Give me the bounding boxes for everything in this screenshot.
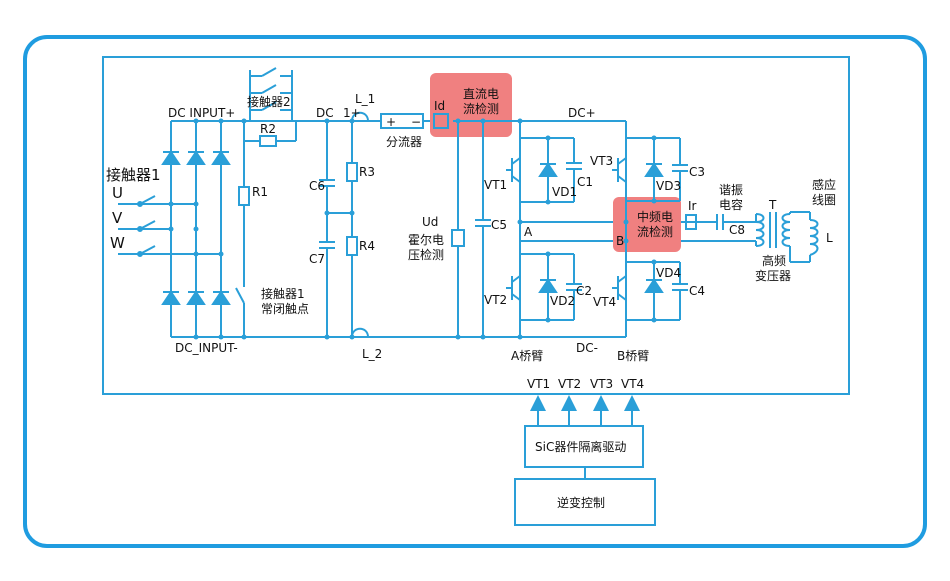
mf-current-detect-highlight bbox=[613, 197, 681, 252]
label-vd3: VD3 bbox=[656, 179, 681, 193]
transistor-vt1 bbox=[506, 157, 521, 183]
resistors bbox=[238, 135, 358, 256]
label-c8: C8 bbox=[729, 223, 745, 237]
label-ind-2: 线圈 bbox=[812, 193, 836, 207]
label-id: Id bbox=[434, 99, 445, 113]
transistors bbox=[506, 157, 627, 301]
label-vd4: VD4 bbox=[656, 266, 681, 280]
label-dc-minus: DC- bbox=[576, 341, 598, 355]
contactor1-switches bbox=[137, 195, 156, 257]
label-c1: C1 bbox=[577, 175, 593, 189]
induction-coil bbox=[809, 219, 819, 256]
label-dc-detect-1: 直流电 bbox=[463, 87, 499, 101]
label-hall-2: 压检测 bbox=[408, 247, 444, 262]
label-contactor1: 接触器1 bbox=[106, 166, 161, 184]
label-c2: C2 bbox=[576, 284, 592, 298]
label-contactor1-nc-1: 接触器1 bbox=[261, 286, 305, 301]
label-res-cap-1: 谐振 bbox=[719, 183, 743, 197]
label-hall-1: 霍尔电 bbox=[408, 232, 444, 247]
label-r1: R1 bbox=[252, 185, 268, 199]
label-drive-vt2: VT2 bbox=[558, 377, 581, 391]
label-hf-1: 高频 bbox=[762, 253, 786, 268]
label-contactor2: 接触器2 bbox=[247, 94, 291, 109]
label-dc-detect-2: 流检测 bbox=[463, 101, 499, 116]
outer-frame bbox=[23, 35, 927, 548]
label-sic-drive: SiC器件隔离驱动 bbox=[535, 439, 626, 454]
label-drive-vt3: VT3 bbox=[590, 377, 613, 391]
freewheel-diodes bbox=[538, 162, 664, 293]
label-vt3: VT3 bbox=[590, 154, 613, 168]
resistor-r2 bbox=[259, 135, 277, 147]
label-ud: Ud bbox=[422, 215, 438, 229]
contactor2-switches bbox=[261, 67, 277, 111]
label-res-cap-2: 电容 bbox=[719, 197, 743, 212]
label-contactor1-nc-2: 常闭触点 bbox=[261, 302, 309, 316]
label-t: T bbox=[768, 198, 777, 212]
label-c3: C3 bbox=[689, 165, 705, 179]
label-dc-input-plus: DC INPUT+ bbox=[168, 106, 235, 120]
inductor-l2 bbox=[351, 327, 369, 338]
label-vd1: VD1 bbox=[552, 185, 577, 199]
label-node-a: A bbox=[524, 225, 533, 239]
label-shunt: 分流器 bbox=[386, 135, 422, 149]
transistor-vt4 bbox=[612, 275, 627, 301]
hf-transformer bbox=[755, 212, 791, 248]
label-phase-w: W bbox=[110, 234, 125, 252]
label-dc-input-minus: DC_INPUT- bbox=[175, 341, 238, 355]
label-r3: R3 bbox=[359, 165, 375, 179]
dc-current-sensor bbox=[433, 113, 449, 129]
contactor1-nc-switch bbox=[235, 287, 245, 304]
label-mf-detect-1: 中频电 bbox=[637, 209, 673, 224]
resistor-r3 bbox=[346, 162, 358, 182]
label-c6: C6 bbox=[309, 179, 325, 193]
resonant-current-sensor bbox=[685, 214, 697, 230]
label-l2: L_2 bbox=[362, 347, 382, 361]
label-hf-2: 变压器 bbox=[755, 268, 791, 283]
label-r2: R2 bbox=[260, 122, 276, 136]
label-dc: DC bbox=[316, 106, 334, 120]
label-r4: R4 bbox=[359, 239, 375, 253]
label-b-arm: B桥臂 bbox=[617, 349, 649, 363]
label-a-arm: A桥臂 bbox=[511, 349, 543, 363]
resistor-r4 bbox=[346, 236, 358, 256]
label-inverter-control: 逆变控制 bbox=[557, 495, 605, 510]
shunt bbox=[380, 113, 424, 129]
inverter-control-box bbox=[514, 478, 656, 526]
transistor-vt3 bbox=[612, 157, 627, 183]
label-dc-plus: DC+ bbox=[568, 106, 596, 120]
label-c4: C4 bbox=[689, 284, 705, 298]
label-shunt-minus: − bbox=[411, 115, 421, 129]
sic-drive-box bbox=[524, 425, 644, 468]
label-c7: C7 bbox=[309, 252, 325, 266]
label-phase-v: V bbox=[112, 209, 123, 227]
label-vt1: VT1 bbox=[484, 178, 507, 192]
inductor-l1 bbox=[351, 111, 369, 122]
junction-dots bbox=[168, 118, 657, 340]
bus-capacitors bbox=[319, 179, 491, 249]
label-shunt-plus: + bbox=[386, 115, 396, 129]
label-node-b: B bbox=[616, 234, 624, 248]
label-vt2: VT2 bbox=[484, 293, 507, 307]
label-phase-u: U bbox=[112, 184, 123, 202]
resistor-r1 bbox=[238, 186, 250, 206]
label-l1: L_1 bbox=[355, 92, 375, 106]
label-vt4: VT4 bbox=[593, 295, 616, 309]
label-drive-vt4: VT4 bbox=[621, 377, 644, 391]
label-ir: Ir bbox=[688, 199, 697, 213]
rectifier-diodes bbox=[161, 150, 231, 305]
label-drive-vt1: VT1 bbox=[527, 377, 550, 391]
label-ind-1: 感应 bbox=[812, 177, 836, 192]
label-vd2: VD2 bbox=[550, 294, 575, 308]
label-c5: C5 bbox=[491, 218, 507, 232]
label-one-plus: 1+ bbox=[343, 106, 361, 120]
label-mf-detect-2: 流检测 bbox=[637, 224, 673, 239]
inner-frame bbox=[102, 56, 850, 395]
hall-voltage-sensor bbox=[451, 229, 465, 247]
transistor-vt2 bbox=[506, 275, 521, 301]
snubber-capacitors bbox=[566, 162, 724, 291]
label-l: L bbox=[826, 231, 833, 245]
